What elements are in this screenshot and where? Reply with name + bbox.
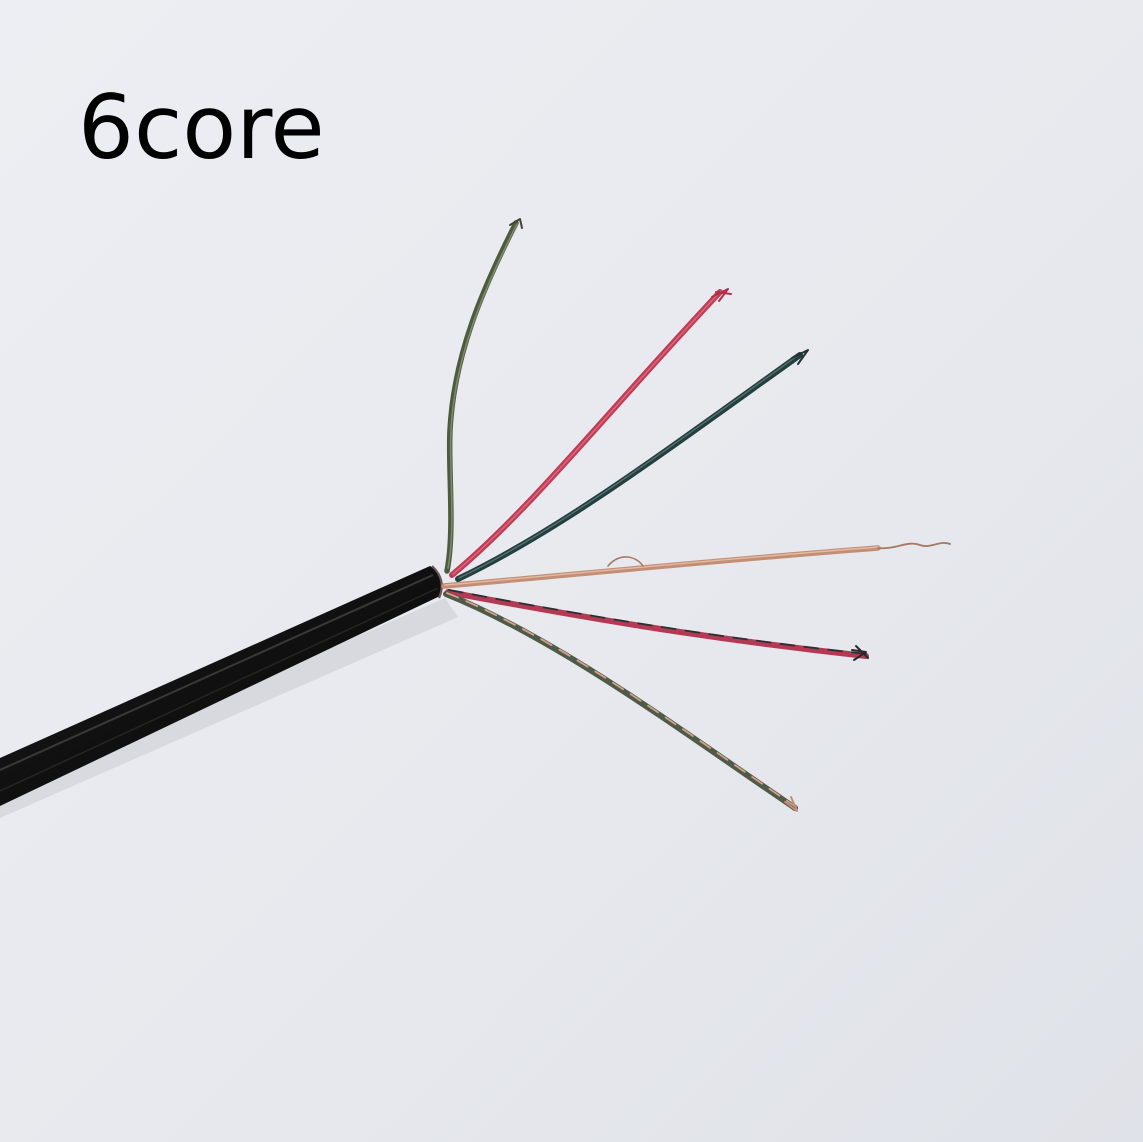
copper-wire — [441, 542, 951, 589]
red-black-wire — [445, 589, 869, 661]
wire-bundle — [441, 218, 951, 812]
green-wire — [444, 218, 523, 574]
green-copper-wire — [443, 591, 798, 812]
cable-jacket — [0, 565, 443, 806]
red-wire — [449, 288, 732, 578]
cable-shadow — [0, 598, 458, 818]
teal-wire — [455, 349, 809, 582]
product-caption: 6core — [78, 76, 325, 179]
